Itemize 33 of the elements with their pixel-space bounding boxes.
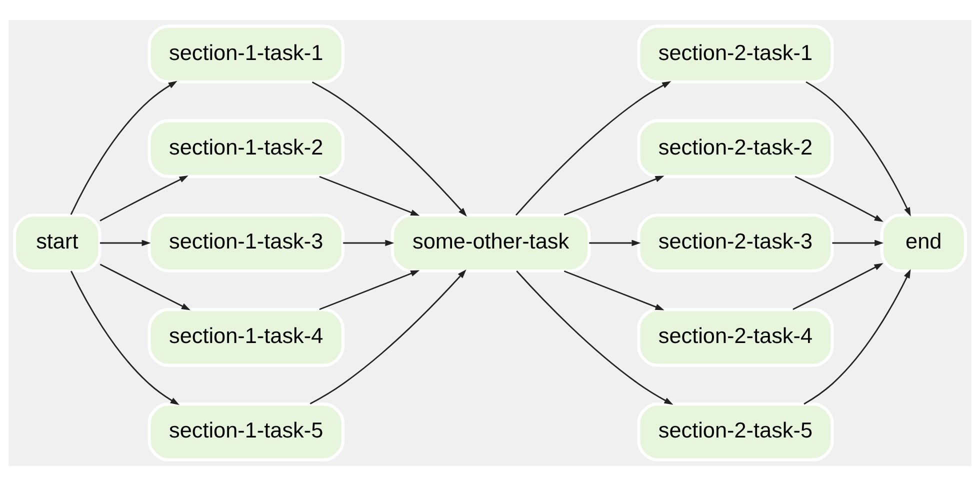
arrow (310, 269, 466, 404)
node-box: section-1-task-4 (148, 308, 344, 367)
arrow (312, 81, 467, 217)
arrow (100, 240, 151, 246)
arrow (70, 270, 180, 406)
arrow (516, 270, 674, 405)
arrow (564, 176, 664, 216)
node-box: start (13, 214, 102, 272)
node-box: section-1-task-2 (148, 119, 344, 178)
arrow (832, 240, 884, 246)
node-box: section-2-task-3 (637, 214, 834, 272)
arrow (319, 176, 420, 216)
arrow (794, 176, 884, 222)
node-box: section-1-task-1 (148, 24, 344, 84)
arrow (806, 81, 911, 216)
arrow (343, 240, 394, 246)
node-box: section-2-task-4 (637, 308, 834, 367)
arrow (516, 81, 672, 216)
arrow (70, 80, 178, 215)
arrow (100, 176, 188, 222)
arrow (792, 263, 884, 310)
node-box: section-2-task-1 (637, 24, 834, 84)
node-box: section-2-task-5 (637, 402, 834, 462)
arrow (564, 270, 664, 310)
arrow (100, 264, 190, 310)
node-box: section-2-task-2 (637, 119, 834, 178)
arrow (589, 240, 641, 246)
arrow (319, 270, 420, 310)
node-box: section-1-task-3 (148, 214, 344, 272)
arrow (804, 269, 911, 405)
node-box: section-1-task-5 (148, 402, 344, 462)
node-box: end (880, 214, 967, 272)
node-box: some-other-task (390, 214, 591, 272)
